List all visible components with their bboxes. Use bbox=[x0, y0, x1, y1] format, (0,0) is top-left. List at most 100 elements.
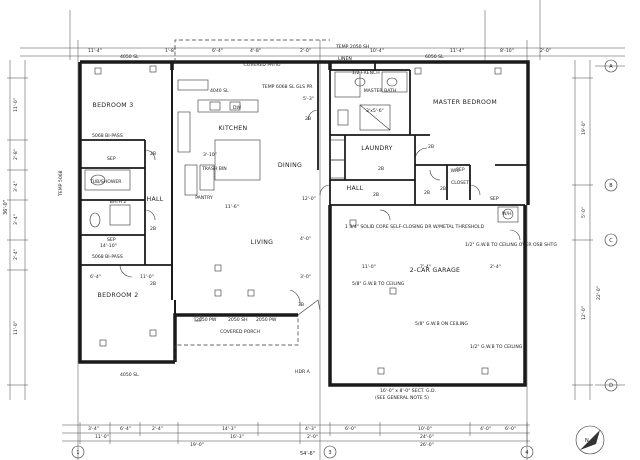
room-laundry: LAUNDRY bbox=[361, 145, 393, 152]
dim-int-7: 3'-10" bbox=[203, 152, 217, 158]
window-master-top: 6050 SL bbox=[425, 54, 444, 60]
dim-b1-8: 4'-0" bbox=[480, 426, 491, 432]
room-bath-2: BATH 2 bbox=[110, 199, 127, 205]
dim-total-width: 54'-6" bbox=[300, 451, 315, 457]
window-porch-2: 2050 SH bbox=[228, 317, 248, 323]
dim-b3-1: 19'-0" bbox=[190, 442, 204, 448]
dim-b1-1: 3'-4" bbox=[88, 426, 99, 432]
label-sep-2: SEP bbox=[107, 237, 116, 243]
label-linen: LINEN bbox=[338, 56, 352, 62]
note-hdr-a: HDR A bbox=[295, 369, 311, 375]
north-label: N bbox=[585, 438, 589, 444]
label-dw: DW bbox=[233, 105, 242, 111]
dim-b1-9: 6'-0" bbox=[505, 426, 516, 432]
dim-right-1: 19'-0" bbox=[581, 121, 587, 135]
dim-left-4: 3'-4" bbox=[13, 214, 19, 225]
room-labels: BEDROOM 3 KITCHEN DINING LIVING PANTRY H… bbox=[93, 56, 497, 335]
dim-int-3: 11'-0" bbox=[140, 274, 154, 280]
kitchen-fixtures bbox=[177, 79, 261, 196]
tub bbox=[84, 169, 131, 191]
dim-int-12: 5'-3" bbox=[303, 96, 314, 102]
dim-int-6: 2'-4" bbox=[490, 264, 501, 270]
dim-left-3: 3'-4" bbox=[13, 181, 19, 192]
window-temp-patio: TEMP 6068 SL GLS PR bbox=[261, 84, 313, 90]
dim-left-2: 2'-8" bbox=[13, 149, 19, 160]
dim-top-4: 4'-8" bbox=[250, 48, 261, 54]
room-dining: DINING bbox=[278, 162, 302, 169]
dim-int-2: 6'-4" bbox=[90, 274, 101, 280]
dimension-lines bbox=[7, 0, 625, 460]
label-covered-porch: COVERED PORCH bbox=[220, 329, 260, 335]
dim-b2-2: 16'-3" bbox=[230, 434, 244, 440]
note-gwb-ceiling-over: 1/2" G.W.B TO CEILING OVER OSB SHTG bbox=[465, 242, 557, 248]
dim-b2-3: 2'-0" bbox=[307, 434, 318, 440]
label-wic: WIC bbox=[450, 168, 459, 174]
label-wh: W/H bbox=[502, 211, 512, 217]
door-tag: 2B bbox=[424, 190, 430, 196]
dim-int-9: 3'-0" bbox=[300, 274, 311, 280]
label-tub-shower: TUB/SHOWER bbox=[89, 179, 122, 185]
label-shower: 3'x5'-6" bbox=[366, 108, 384, 114]
dim-right-2: 5'-0" bbox=[581, 207, 587, 218]
grid-row-b: B bbox=[609, 183, 613, 189]
bath-fixtures bbox=[84, 71, 519, 228]
door-tags: 2B 2B 2B 2B 2B 2B 2B 3B 2B 2B bbox=[150, 116, 446, 308]
dim-b1-5: 4'-3" bbox=[305, 426, 316, 432]
room-bedroom-2: BEDROOM 2 bbox=[98, 292, 139, 299]
door-tag: 2B bbox=[440, 186, 446, 192]
door-tag: 3B bbox=[298, 302, 304, 308]
door-tag: 2B bbox=[150, 226, 156, 232]
toilet-icon bbox=[89, 212, 101, 228]
door-tag: 2B bbox=[378, 166, 384, 172]
dim-top-2: 1'-8" bbox=[165, 48, 176, 54]
label-trash-bin: TRASH BIN bbox=[201, 166, 227, 172]
note-sect-door: 16'-0" x 8'-0" SECT. G.D. bbox=[380, 388, 436, 394]
label-bipass-2: 5068 BI-PASS bbox=[92, 254, 123, 260]
dim-b1-4: 14'-3" bbox=[222, 426, 236, 432]
dim-b1-3: 2'-4" bbox=[152, 426, 163, 432]
patio-porch-outlines bbox=[174, 39, 330, 362]
interior-walls bbox=[80, 62, 528, 266]
door-tag: 2B bbox=[373, 192, 379, 198]
room-hall-right: HALL bbox=[347, 185, 364, 192]
door-swings bbox=[119, 109, 521, 306]
dim-right-3: 12'-0" bbox=[581, 306, 587, 320]
dim-b1-7: 10'-0" bbox=[418, 426, 432, 432]
dim-top-9: 2'-0" bbox=[540, 48, 551, 54]
note-gwb-on-ceiling: 5/8" G.W.B ON CEILING bbox=[415, 321, 468, 327]
door-tag: 2B bbox=[150, 281, 156, 287]
window-bed3-top: 4050 SL bbox=[120, 54, 139, 60]
room-pantry: PANTRY bbox=[195, 195, 213, 201]
grid-bubbles: A B C D 1 3 4 bbox=[71, 59, 618, 459]
north-arrow: N bbox=[575, 425, 605, 455]
kitchen-island bbox=[214, 139, 261, 181]
room-kitchen: KITCHEN bbox=[219, 125, 248, 132]
note-solid-core: 1 3/4" SOLID CORE SELF-CLOSING DR W/META… bbox=[345, 224, 484, 230]
dim-int-8: 11'-6" bbox=[225, 204, 239, 210]
label-bipass-1: 5068 BI-PASS bbox=[92, 133, 123, 139]
grid-col-4: 4 bbox=[525, 450, 528, 456]
note-gwb-to-ceiling-left: 5/8" G.W.B TO CEILING bbox=[352, 281, 405, 287]
dim-top-8: 8'-10" bbox=[500, 48, 514, 54]
exterior-walls bbox=[78, 60, 530, 387]
room-closet: CLOSET bbox=[451, 180, 469, 186]
dim-right-4: 22'-0" bbox=[596, 286, 602, 300]
door-tag: 2B bbox=[150, 151, 156, 157]
label-sep-1: SEP bbox=[107, 156, 116, 162]
dim-int-1: 14'-10" bbox=[100, 243, 117, 249]
dim-int-11: 4'-0" bbox=[300, 236, 311, 242]
door-tag: 2B bbox=[305, 116, 311, 122]
grid-row-c: C bbox=[609, 238, 613, 244]
room-living: LIVING bbox=[251, 239, 274, 246]
grid-row-a: A bbox=[609, 64, 613, 70]
dimension-text-bottom: 3'-4" 6'-4" 2'-4" 14'-3" 4'-3" 6'-0" 10'… bbox=[88, 426, 516, 457]
label-sep-4: SEP bbox=[490, 196, 499, 202]
dim-left-1: 11'-0" bbox=[13, 98, 19, 112]
note-dim-left: TEMP 5068 bbox=[58, 170, 64, 197]
window-master-temp: TEMP 2050 SH bbox=[335, 44, 369, 50]
wall-markers bbox=[94, 65, 502, 375]
label-french: 1/2 FRENCH bbox=[352, 70, 380, 76]
window-kitchen: 4040 SL bbox=[210, 88, 229, 94]
dim-left-5: 2'-4" bbox=[13, 249, 19, 260]
window-porch-1: 2050 PW bbox=[196, 317, 217, 323]
